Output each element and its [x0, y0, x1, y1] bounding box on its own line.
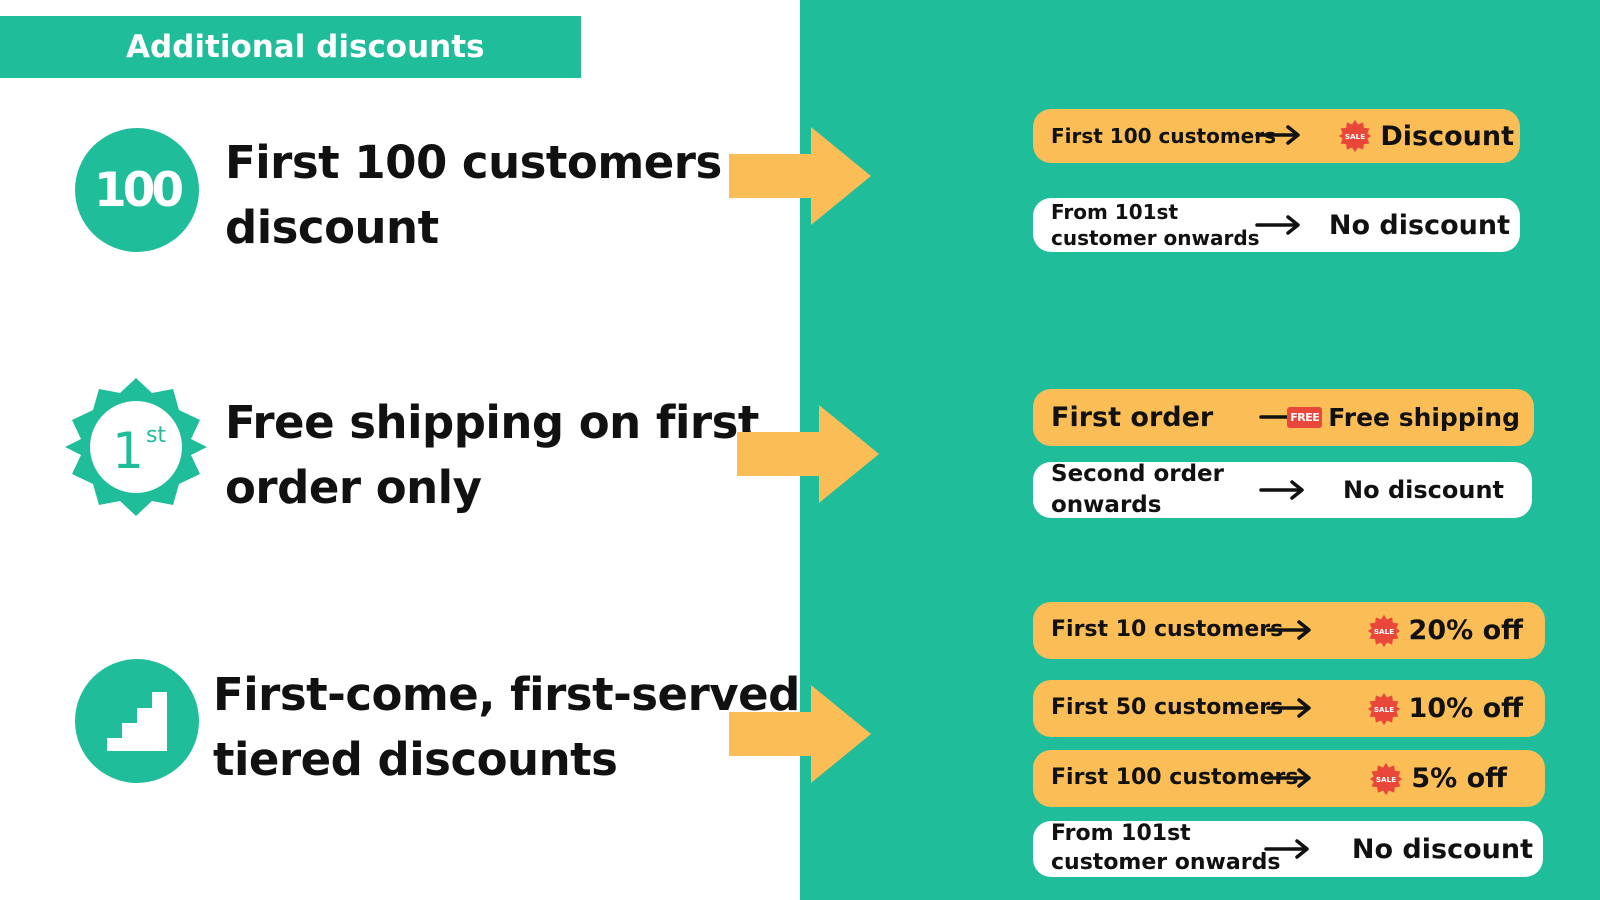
rule-label: First 10 customers — [1051, 617, 1284, 643]
feature-title-line: First-come, first-served — [213, 668, 800, 721]
sale-icon — [1367, 614, 1401, 648]
rule-label: From 101st customer onwards — [1051, 198, 1260, 252]
rule-result: Discount — [1338, 109, 1514, 163]
rule-label: Second order onwards — [1051, 460, 1224, 518]
arrow-icon — [1266, 768, 1312, 788]
arrow-icon — [1264, 839, 1310, 859]
rule-row: Second order onwards No discount — [1033, 460, 1532, 518]
rule-label: From 101st customer onwards — [1051, 821, 1280, 877]
rule-result-text: 5% off — [1411, 763, 1507, 794]
sale-icon — [1369, 762, 1403, 796]
first-order-seal-icon: 1 st — [65, 378, 207, 516]
rule-label: First order — [1051, 401, 1214, 433]
rule-label: First 100 customers — [1051, 765, 1299, 791]
rule-row: First 50 customers 10% off — [1033, 680, 1545, 737]
feature-title-line: tiered discounts — [213, 733, 618, 786]
rule-result-text: No discount — [1351, 833, 1533, 865]
free-icon: FREE — [1287, 407, 1323, 428]
arrow-icon — [1255, 125, 1301, 145]
stairs-graphic — [107, 692, 167, 751]
rule-result-text: No discount — [1328, 209, 1510, 241]
header-bar: Additional discounts — [0, 16, 581, 78]
arrow-icon — [1255, 215, 1301, 235]
rule-result: No discount — [1343, 462, 1504, 518]
rule-row: First 100 customers Discount — [1033, 109, 1520, 163]
feature-title: First-come, first-served tiered discount… — [213, 662, 800, 792]
page-title: Additional discounts — [126, 29, 485, 65]
rule-row: First 10 customers 20% off — [1033, 602, 1545, 659]
rule-label-line: From 101st — [1051, 200, 1179, 224]
rule-label-line: Second order — [1051, 460, 1224, 487]
feature-title: Free shipping on first order only — [225, 390, 759, 520]
rule-label-line: customer onwards — [1051, 850, 1281, 875]
arrow-icon — [1266, 620, 1312, 640]
rule-result-text: No discount — [1343, 476, 1504, 504]
rule-result-text: 10% off — [1408, 693, 1523, 724]
rule-row: From 101st customer onwards No discount — [1033, 198, 1520, 252]
stairs-icon — [75, 659, 199, 783]
sale-icon — [1338, 119, 1372, 153]
rule-result: 20% off — [1367, 602, 1523, 659]
arrow-icon — [1259, 480, 1305, 500]
rule-result-text: Free shipping — [1328, 403, 1520, 432]
rule-result: FREE Free shipping — [1287, 389, 1520, 446]
rule-label: First 100 customers — [1051, 124, 1276, 148]
arrow-icon — [1266, 698, 1312, 718]
feature-title-line: First 100 customers — [225, 136, 722, 189]
hundred-badge-icon: 100 — [75, 128, 199, 252]
rule-result-text: 20% off — [1408, 615, 1523, 646]
feature-title-line: Free shipping on first — [225, 396, 759, 449]
rule-row: From 101st customer onwards No discount — [1033, 821, 1543, 877]
rule-result-text: Discount — [1380, 120, 1514, 152]
rule-label-line: onwards — [1051, 492, 1162, 518]
rule-row: First order FREE Free shipping — [1033, 389, 1534, 446]
feature-title-line: discount — [225, 201, 439, 254]
rule-label-line: customer onwards — [1051, 226, 1260, 250]
right-arrow-icon — [737, 405, 879, 503]
feature-title-line: order only — [225, 461, 482, 514]
rule-label-line: From 101st — [1051, 821, 1191, 847]
rule-result: 10% off — [1367, 680, 1523, 737]
rule-result: No discount — [1329, 198, 1510, 252]
feature-title: First 100 customers discount — [225, 130, 722, 260]
sale-icon — [1367, 692, 1401, 726]
rule-label: First 50 customers — [1051, 695, 1284, 721]
badge-text: 100 — [93, 162, 184, 218]
rule-result: 5% off — [1369, 750, 1507, 807]
badge-superscript: st — [146, 423, 166, 448]
badge-text: 1 — [112, 422, 144, 480]
rule-result: No discount — [1352, 821, 1533, 877]
right-arrow-icon — [729, 685, 871, 783]
right-arrow-icon — [729, 127, 871, 225]
rule-row: First 100 customers 5% off — [1033, 750, 1545, 807]
